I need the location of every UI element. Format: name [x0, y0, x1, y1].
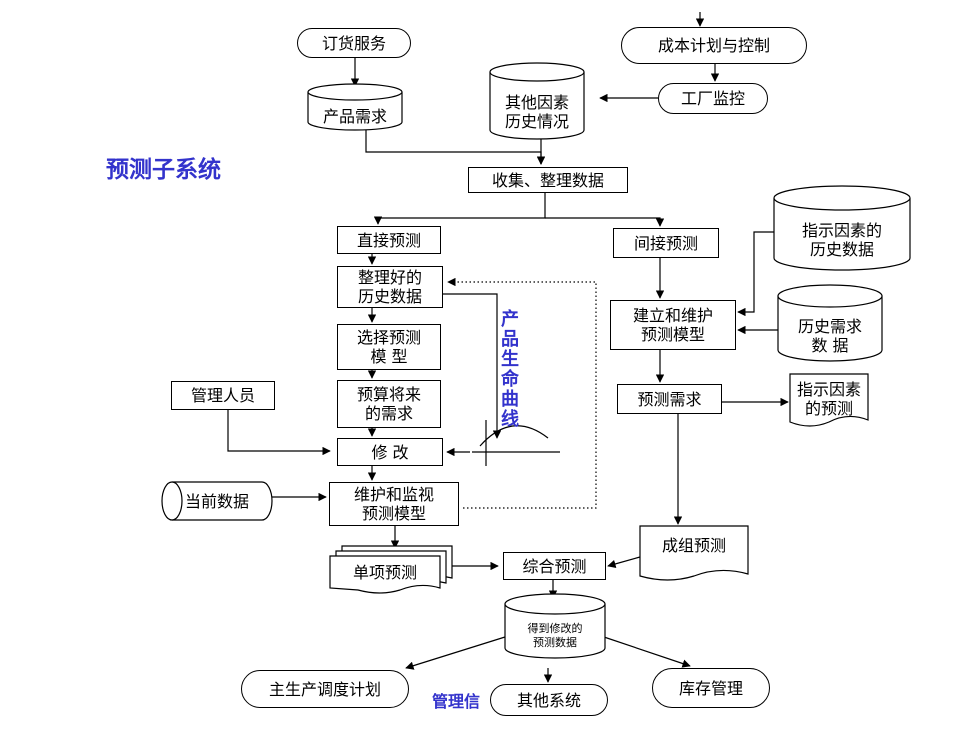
lifecycle-curve — [479, 425, 549, 447]
node-select-model: 选择预测 模 型 — [337, 324, 441, 370]
node-group-forecast: 成组预测 — [661, 536, 726, 555]
node-cost-plan: 成本计划与控制 — [621, 27, 807, 64]
arrow-to-master-schedule — [405, 636, 506, 670]
node-budget-demand: 预算将来 的需求 — [337, 380, 441, 428]
arrow-group-to-combined — [607, 556, 641, 568]
cylinder-current-data — [161, 481, 273, 521]
node-combined-forecast: 综合预测 — [503, 552, 606, 580]
node-maintain-model: 维护和监视 预测模型 — [329, 482, 459, 526]
node-other-system: 其他系统 — [490, 684, 608, 716]
node-history-demand: 历史需求 数 据 — [797, 317, 862, 355]
node-indicator-forecast: 指示因素 的预测 — [796, 380, 861, 418]
arrow-manager-to-modify — [227, 410, 331, 456]
feedback-loop-dotted — [447, 277, 597, 509]
cylinder-product-demand — [307, 83, 403, 131]
node-modify: 修 改 — [337, 438, 443, 466]
document-indicator-forecast — [789, 373, 869, 427]
arrow-to-lifecycle — [443, 293, 502, 439]
node-organized-history: 整理好的 历史数据 — [337, 266, 443, 308]
node-inventory: 库存管理 — [652, 668, 770, 708]
cylinder-history-demand — [777, 284, 883, 362]
node-manager: 管理人员 — [171, 381, 275, 410]
arrow-collect-to-direct — [373, 192, 546, 225]
node-forecast-demand: 预测需求 — [617, 384, 722, 414]
node-factory-monitor: 工厂监控 — [658, 83, 768, 114]
document-group-forecast — [639, 525, 749, 581]
node-revised-data: 得到修改的 预测数据 — [527, 622, 583, 649]
node-direct-forecast: 直接预测 — [337, 226, 441, 254]
lifecycle-label: 产品生命曲线 — [501, 309, 519, 430]
node-current-data: 当前数据 — [184, 491, 249, 511]
diagram-title: 预测子系统 — [106, 157, 221, 183]
arrow-to-inventory — [603, 636, 691, 668]
arrow-collect-to-indirect — [545, 217, 665, 227]
node-single-forecast: 单项预测 — [352, 562, 417, 582]
cylinder-other-factors — [489, 62, 585, 140]
node-product-demand: 产品需求 — [322, 106, 387, 126]
arrow-indicator-to-build — [737, 231, 774, 317]
node-master-schedule: 主生产调度计划 — [241, 670, 409, 708]
node-other-factors: 其他因素 历史情况 — [504, 93, 569, 131]
cylinder-revised-data — [504, 593, 606, 659]
cylinder-indicator-history — [773, 185, 911, 271]
bottom-label: 管理信 — [432, 692, 481, 711]
node-collect-data: 收集、整理数据 — [468, 167, 628, 193]
document-stack-single-forecast — [329, 545, 453, 594]
node-build-model: 建立和维护 预测模型 — [610, 300, 736, 350]
node-order-service: 订货服务 — [297, 28, 411, 58]
node-indicator-history: 指示因素的 历史数据 — [801, 221, 882, 259]
node-indirect-forecast: 间接预测 — [613, 228, 719, 258]
